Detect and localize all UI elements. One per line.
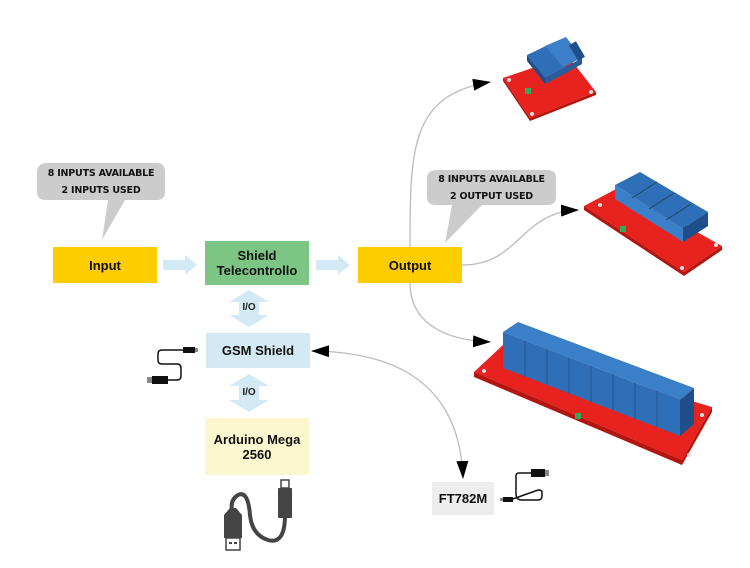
output-callout-line2: 2 OUTPUT USED: [450, 191, 533, 202]
relay-2ch-image: [503, 37, 596, 121]
gsm-node-label: GSM Shield: [221, 343, 295, 358]
output-node: Output: [358, 247, 462, 283]
output-callout-line1: 8 INPUTS AVAILABLE: [438, 174, 545, 185]
shield-telecontrollo-node: Shield Telecontrollo: [205, 241, 309, 285]
arduino-node-label-line1: Arduino Mega: [213, 431, 301, 447]
gsm-shield-node: GSM Shield: [206, 333, 310, 368]
input-node-label: Input: [89, 257, 121, 273]
usb-cable-ft782m-icon: [500, 469, 549, 502]
arduino-mega-node: Arduino Mega 2560: [205, 418, 309, 475]
usb-cable-arduino-icon: [224, 479, 292, 551]
connector-output-relay4: [461, 204, 579, 266]
shield-node-label-line2: Telecontrollo: [216, 263, 298, 278]
io-label-top: I/O: [242, 302, 256, 313]
output-callout: 8 INPUTS AVAILABLE 2 OUTPUT USED: [427, 171, 556, 205]
connector-gsm-ft782m: [311, 345, 469, 479]
input-callout-line1: 8 INPUTS AVAILABLE: [47, 168, 155, 179]
shield-node-label-line1: Shield: [237, 248, 277, 263]
connector-output-relay2: [409, 78, 491, 248]
input-callout-line2: 2 INPUTS USED: [61, 185, 141, 196]
relay-8ch-image: [474, 322, 712, 465]
arduino-node-label-line2: 2560: [242, 446, 272, 462]
output-node-label: Output: [388, 257, 432, 273]
output-callout-shape: [427, 170, 556, 243]
relay-4ch-image: [584, 172, 722, 276]
usb-cable-gsm-icon: [147, 347, 198, 384]
block-arrow-input-shield: [163, 255, 197, 275]
block-arrow-shield-output: [316, 255, 350, 275]
io-arrow-shield-gsm: [229, 290, 269, 327]
input-node: Input: [53, 247, 157, 283]
io-label-bottom: I/O: [242, 387, 256, 398]
connector-output-relay8: [409, 282, 491, 348]
input-callout-shape: [37, 163, 165, 240]
io-arrow-gsm-arduino: [229, 374, 269, 412]
input-callout: 8 INPUTS AVAILABLE 2 INPUTS USED: [37, 165, 165, 199]
ft782m-node-label: FT782M: [438, 491, 488, 506]
ft782m-node: FT782M: [432, 482, 494, 515]
